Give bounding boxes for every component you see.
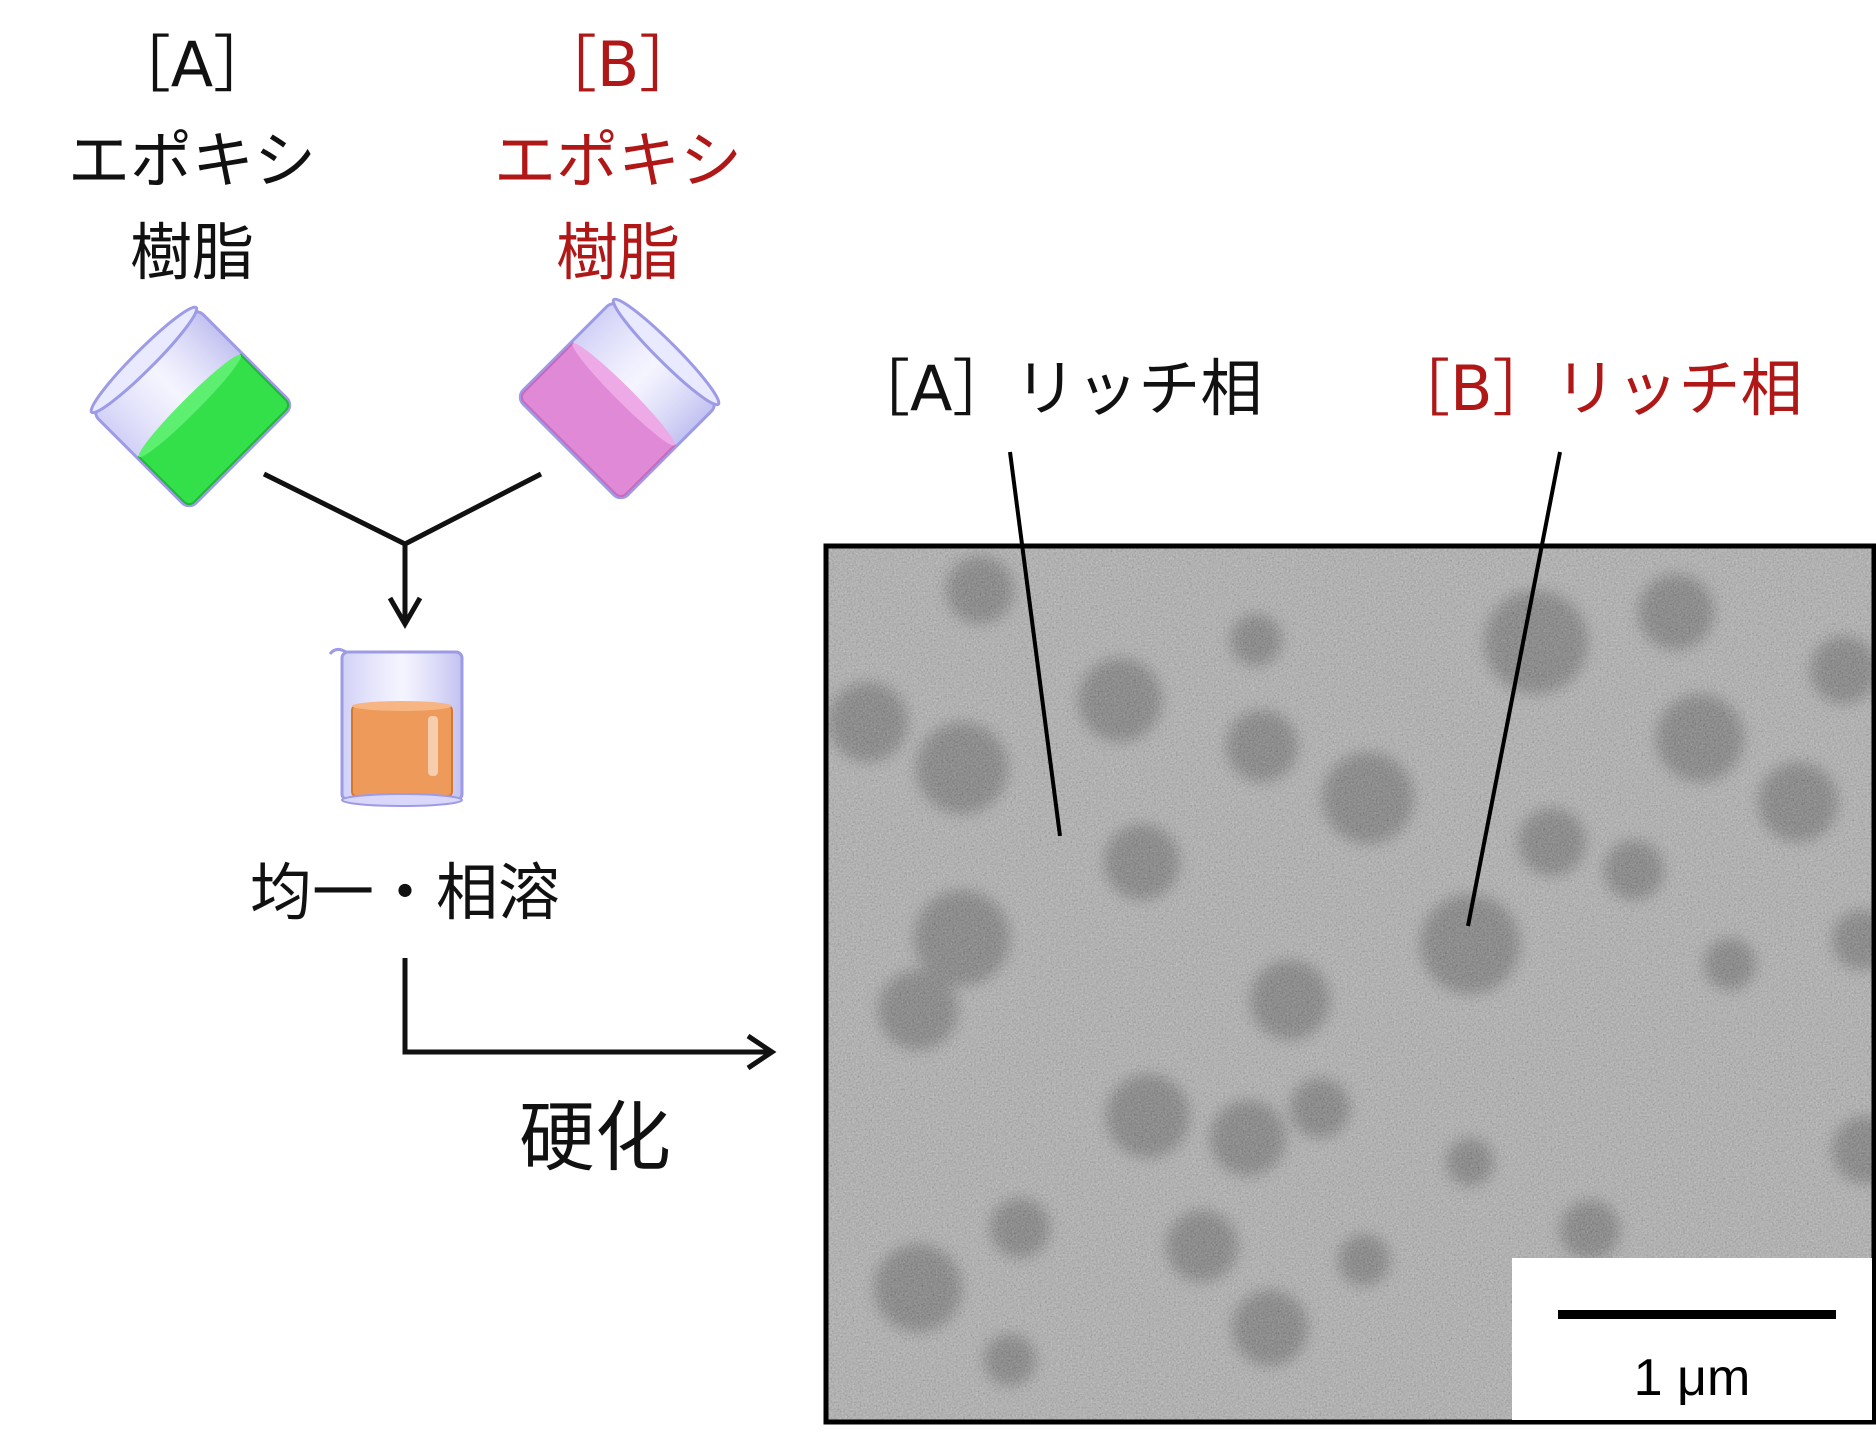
resin-a-bracket-label: ［A］ — [108, 28, 276, 101]
resin-a-name-line2: 樹脂 — [129, 216, 255, 289]
a-rich-leader-line — [1008, 451, 1062, 837]
beaker-a-liquid — [137, 353, 290, 506]
scale-bar-label: 1 μm — [1633, 1349, 1751, 1407]
b-rich-phase-label: ［B］リッチ相 — [1388, 352, 1803, 425]
a-rich-phase-label: ［A］リッチ相 — [848, 352, 1263, 425]
resin-a-name-line1: エポキシ — [67, 124, 317, 197]
curing-arrow — [402, 958, 777, 1071]
mixture-label: 均一・相溶 — [249, 856, 561, 929]
beaker-b-icon — [518, 297, 721, 500]
resin-b-name-line2: 樹脂 — [555, 216, 681, 289]
beaker-mixture-icon — [328, 647, 464, 807]
resin-b-name-line1: エポキシ — [493, 124, 743, 197]
beaker-a-icon — [89, 305, 292, 508]
beaker-b-liquid — [520, 342, 676, 498]
merge-arrow — [262, 471, 543, 630]
scale-bar-box: 1 μm — [1512, 1258, 1872, 1420]
curing-label: 硬化 — [519, 1093, 671, 1182]
b-rich-leader-line — [1466, 451, 1562, 927]
scale-bar — [1558, 1310, 1836, 1319]
resin-b-bracket-label: ［B］ — [534, 28, 702, 101]
